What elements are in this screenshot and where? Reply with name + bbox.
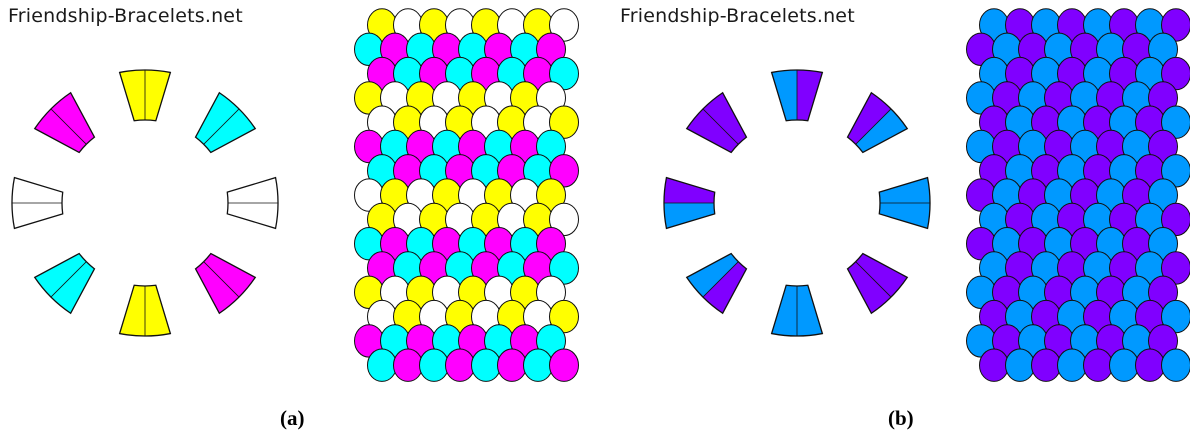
bracelet-pattern (967, 9, 1190, 382)
bracelet-knot (498, 349, 527, 381)
wheel-slot (35, 254, 95, 314)
bracelet-knot (394, 349, 423, 381)
kumihimo-diagram-b (595, 0, 1190, 436)
wheel-slot (687, 93, 747, 153)
kumihimo-wheel (664, 70, 930, 336)
wheel-slot (664, 178, 715, 229)
wheel-slot (848, 93, 908, 153)
bracelet-pattern (355, 9, 579, 382)
wheel-slot (120, 70, 171, 121)
caption-a: (a) (280, 406, 305, 431)
wheel-slot (120, 285, 171, 336)
bracelet-knot (550, 349, 579, 381)
bracelet-knot (1084, 349, 1113, 381)
bracelet-knot (980, 349, 1009, 381)
bracelet-knot (420, 349, 449, 381)
bracelet-knot (446, 349, 475, 381)
wheel-slot (196, 254, 256, 314)
bracelet-knot (1058, 349, 1087, 381)
panel-a: Friendship-Bracelets.net (a) (0, 0, 595, 436)
bracelet-knot (1110, 349, 1139, 381)
wheel-slot (772, 285, 823, 336)
wheel-slot (772, 70, 823, 121)
wheel-slot (12, 178, 63, 229)
bracelet-knot (1006, 349, 1035, 381)
bracelet-knot (1032, 349, 1061, 381)
kumihimo-diagram-a (0, 0, 595, 436)
kumihimo-wheel (12, 70, 278, 336)
bracelet-knot (1162, 349, 1190, 381)
wheel-slot (687, 254, 747, 314)
wheel-slot (848, 254, 908, 314)
panel-b: Friendship-Bracelets.net (b) (595, 0, 1190, 436)
wheel-slot (35, 93, 95, 153)
wheel-slot (227, 178, 278, 229)
bracelet-knot (472, 349, 501, 381)
caption-b: (b) (888, 406, 914, 431)
bracelet-knot (524, 349, 553, 381)
wheel-slot (196, 93, 256, 153)
bracelet-knot (368, 349, 397, 381)
bracelet-knot (1136, 349, 1165, 381)
wheel-slot (879, 178, 930, 229)
